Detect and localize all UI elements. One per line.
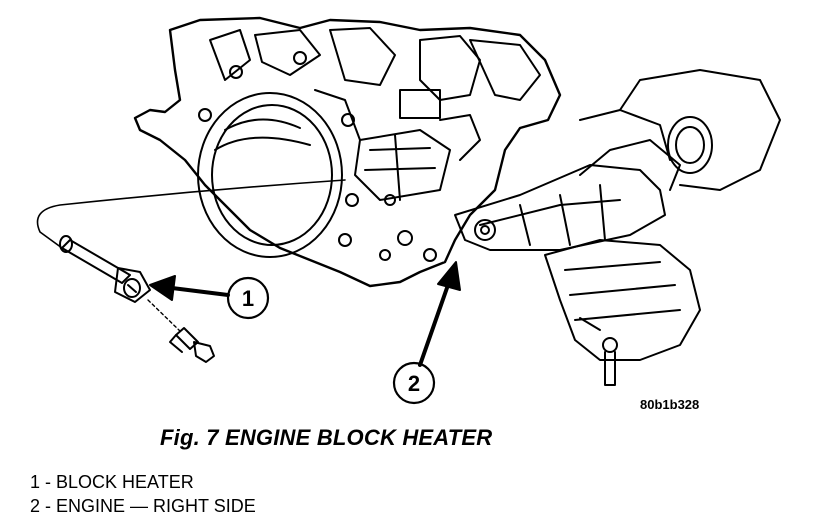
engine-block-heater-diagram: 1 2: [36, 16, 781, 405]
engine-block-outline: [133, 16, 562, 288]
heater-bolt: [169, 327, 215, 363]
figure-id: 80b1b328: [640, 397, 700, 412]
figure-caption: Fig. 7 ENGINE BLOCK HEATER: [160, 425, 493, 450]
legend: 1 - BLOCK HEATER 2 - ENGINE — RIGHT SIDE: [30, 470, 256, 518]
engine-mount-insulator: [544, 239, 701, 386]
bell-housing: [197, 92, 343, 258]
legend-item: 2 - ENGINE — RIGHT SIDE: [30, 496, 256, 516]
bolt-bosses: [198, 51, 437, 262]
legend-item: 1 - BLOCK HEATER: [30, 472, 194, 492]
callout-1-circle: [226, 276, 270, 320]
block-heater: [59, 235, 183, 334]
callout-1-arrow: [149, 275, 230, 301]
callout-1-label: 1: [242, 286, 254, 311]
callout-2-circle: [392, 361, 436, 405]
upper-engine-detail: [209, 27, 541, 201]
callout-2-arrow: [418, 261, 461, 367]
motor-mount-bracket: [454, 69, 781, 251]
callout-2-label: 2: [408, 371, 420, 396]
heater-cord: [36, 179, 346, 249]
